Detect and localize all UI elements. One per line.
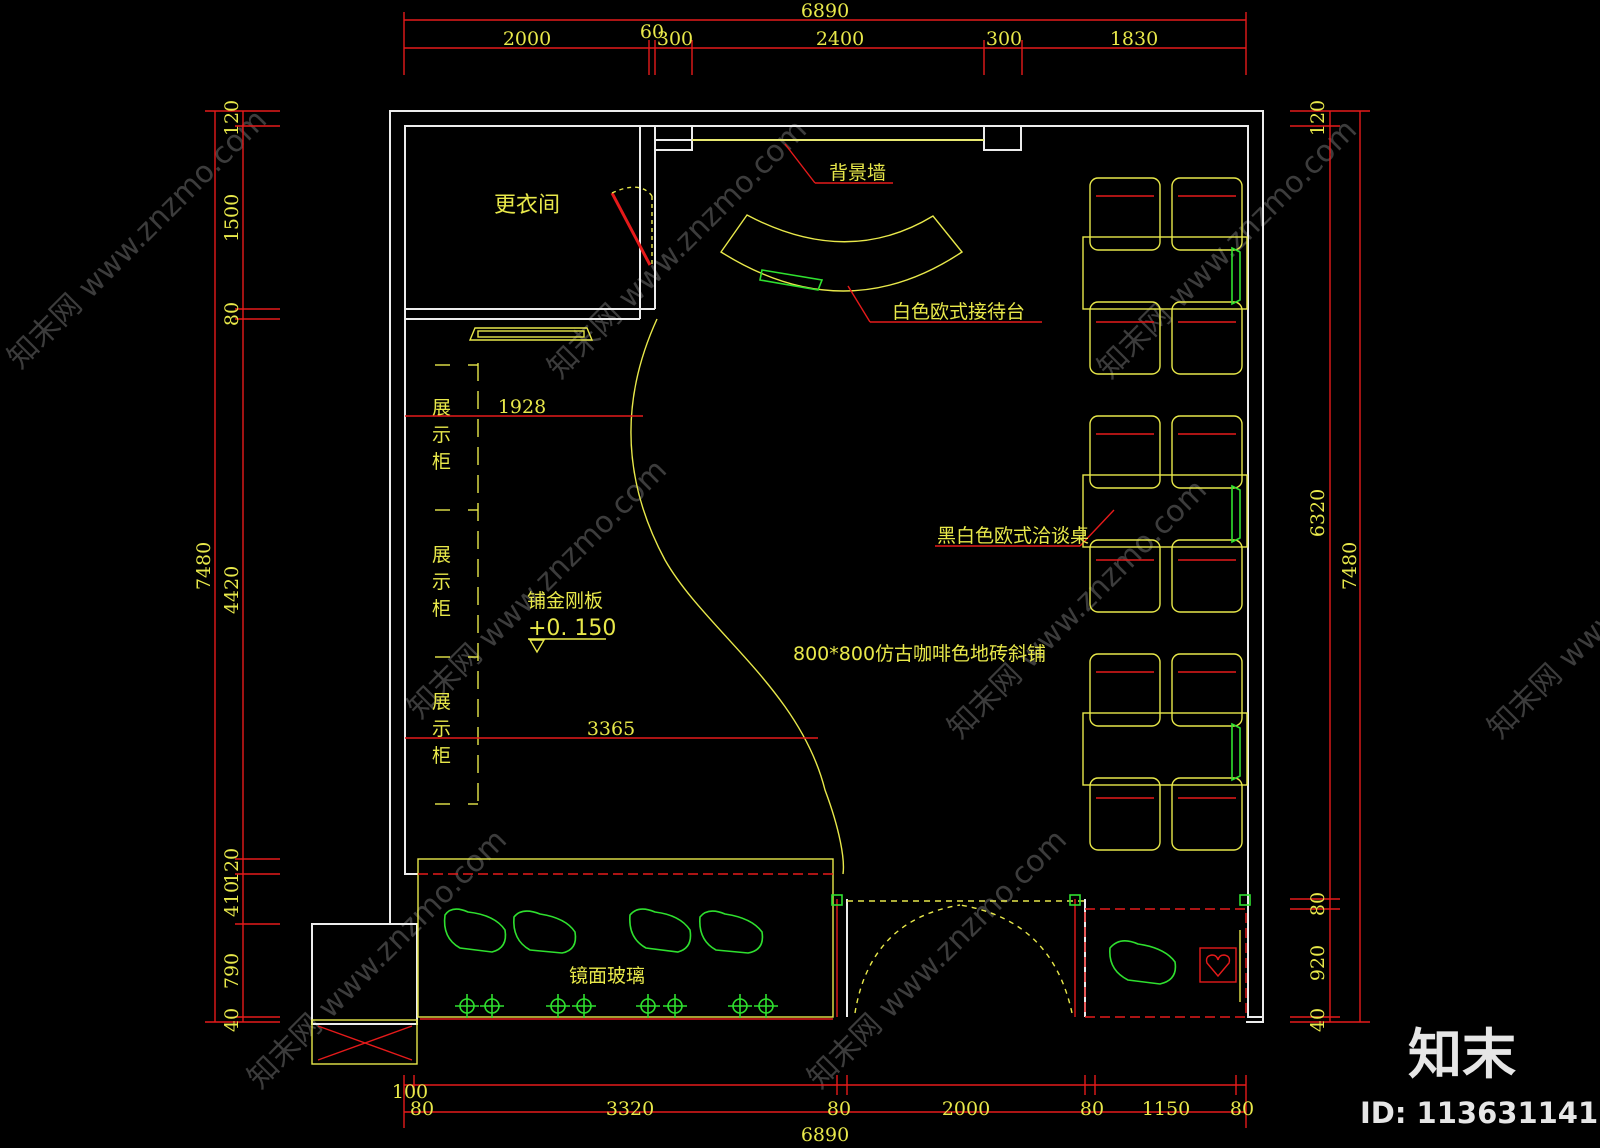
dim-right-segment: 80 bbox=[1307, 892, 1329, 916]
asset-id: ID: 1136311413 bbox=[1360, 1096, 1600, 1130]
dim-interior: 3365 bbox=[587, 718, 635, 740]
column-box bbox=[311, 1019, 418, 1065]
shop-window-display: 镜面玻璃 bbox=[417, 858, 834, 1020]
cashier-corner bbox=[1084, 908, 1247, 1018]
dim-bottom-segment: 1150 bbox=[1142, 1098, 1190, 1120]
label-negotiation-table: 黑白色欧式洽谈桌 bbox=[937, 525, 1089, 547]
dim-right-inner: 6320 bbox=[1307, 489, 1329, 537]
label-display-cabinet: 示 bbox=[432, 424, 451, 446]
dim-bottom-total: 6890 bbox=[801, 1124, 849, 1146]
display-cabinet-zone: 展 示 柜 展 示 柜 展 示 柜 bbox=[432, 363, 479, 805]
floor-boundary-curve bbox=[630, 318, 845, 875]
bottom-dimensions: 100 80 3320 80 2000 80 1150 80 6890 bbox=[392, 1075, 1254, 1146]
watermark-text: 知末网 www.znzmo.com bbox=[801, 823, 1074, 1096]
mannequin-icon bbox=[443, 908, 764, 954]
dim-top-segment: 60 bbox=[640, 21, 664, 43]
dim-right-segment: 920 bbox=[1307, 945, 1329, 981]
dim-bottom-segment: 80 bbox=[1230, 1098, 1254, 1120]
watermark-text: 知末网 www.znzmo.com bbox=[1091, 113, 1364, 386]
label-display-cabinet: 柜 bbox=[432, 451, 451, 473]
dim-right-segment: 40 bbox=[1307, 1008, 1329, 1032]
dim-interior: 1928 bbox=[498, 396, 546, 418]
label-display-cabinet: 柜 bbox=[432, 598, 451, 620]
dim-right-total: 7480 bbox=[1339, 542, 1361, 590]
dim-bottom-offset: 100 bbox=[392, 1081, 428, 1103]
label-display-cabinet: 示 bbox=[432, 571, 451, 593]
table-set bbox=[1082, 653, 1248, 851]
dim-bottom-segment: 80 bbox=[410, 1098, 434, 1120]
dim-top-segment: 1830 bbox=[1110, 28, 1158, 50]
dim-right-segment: 120 bbox=[1307, 100, 1329, 136]
watermark-text: 知末网 www.znzmo.com bbox=[541, 113, 814, 386]
dim-left-segment: 1500 bbox=[221, 194, 243, 242]
label-floor-tile: 800*800仿古咖啡色地砖斜铺 bbox=[793, 643, 1046, 665]
dim-left-segment: 120 bbox=[221, 100, 243, 136]
label-changing-room: 更衣间 bbox=[494, 193, 560, 218]
floor-board-note: 铺金刚板 +0. 150 bbox=[527, 590, 616, 654]
negotiation-table-note: 黑白色欧式洽谈桌 bbox=[935, 509, 1115, 547]
entrance-door bbox=[831, 894, 1251, 1017]
right-dimensions: 120 6320 80 920 40 7480 bbox=[1290, 100, 1370, 1032]
dim-top-segment: 300 bbox=[657, 28, 693, 50]
top-dimensions: 6890 2000 60 300 2400 300 1830 bbox=[403, 0, 1247, 75]
label-floor-board: 铺金刚板 bbox=[527, 590, 603, 612]
watermark-text: 知末网 www.znzmo.com bbox=[941, 473, 1214, 746]
dim-left-segment: 790 bbox=[221, 953, 243, 989]
table-set bbox=[1082, 177, 1248, 375]
dim-left-segment: 4420 bbox=[221, 566, 243, 614]
dim-top-total: 6890 bbox=[801, 0, 849, 22]
watermark-text: 知末网 www.znzmo.com bbox=[1481, 473, 1600, 746]
dim-top-segment: 300 bbox=[986, 28, 1022, 50]
left-dimensions: 7480 120 1500 80 4420 120 410 790 40 bbox=[193, 100, 280, 1032]
dim-left-segment: 120 bbox=[221, 848, 243, 884]
label-mirror-glass: 镜面玻璃 bbox=[569, 965, 645, 987]
brand-logo: 知末 bbox=[1408, 1023, 1516, 1086]
wall-shelf bbox=[468, 327, 594, 341]
changing-room-door bbox=[610, 186, 653, 266]
brand-watermark: 知末 ID: 1136311413 bbox=[1360, 1023, 1600, 1130]
table-set bbox=[1082, 415, 1248, 613]
dim-left-total: 7480 bbox=[193, 542, 215, 590]
dim-top-segment: 2400 bbox=[816, 28, 864, 50]
label-reception-desk: 白色欧式接待台 bbox=[892, 301, 1025, 323]
label-display-cabinet: 展 bbox=[432, 544, 451, 566]
dim-bottom-segment: 2000 bbox=[942, 1098, 990, 1120]
interior-dimensions: 1928 3365 bbox=[405, 396, 818, 740]
reception-desk: 白色欧式接待台 bbox=[720, 214, 1042, 323]
watermark-text: 知末网 www.znzmo.com bbox=[241, 823, 514, 1096]
label-display-cabinet: 展 bbox=[432, 691, 451, 713]
dim-bottom-segment: 80 bbox=[1080, 1098, 1104, 1120]
negotiation-tables bbox=[1082, 177, 1248, 851]
dim-bottom-segment: 3320 bbox=[606, 1098, 654, 1120]
label-display-cabinet: 柜 bbox=[432, 745, 451, 767]
label-display-cabinet: 示 bbox=[432, 718, 451, 740]
spotlight-icon bbox=[455, 994, 778, 1018]
label-background-wall: 背景墙 bbox=[829, 162, 886, 184]
label-floor-level: +0. 150 bbox=[528, 616, 616, 641]
dim-top-segment: 2000 bbox=[503, 28, 551, 50]
background-wall: 背景墙 bbox=[692, 139, 984, 184]
dim-left-segment: 410 bbox=[221, 881, 243, 917]
dim-left-segment: 80 bbox=[221, 302, 243, 326]
label-display-cabinet: 展 bbox=[432, 397, 451, 419]
dim-left-segment: 40 bbox=[221, 1008, 243, 1032]
dim-bottom-segment: 80 bbox=[827, 1098, 851, 1120]
